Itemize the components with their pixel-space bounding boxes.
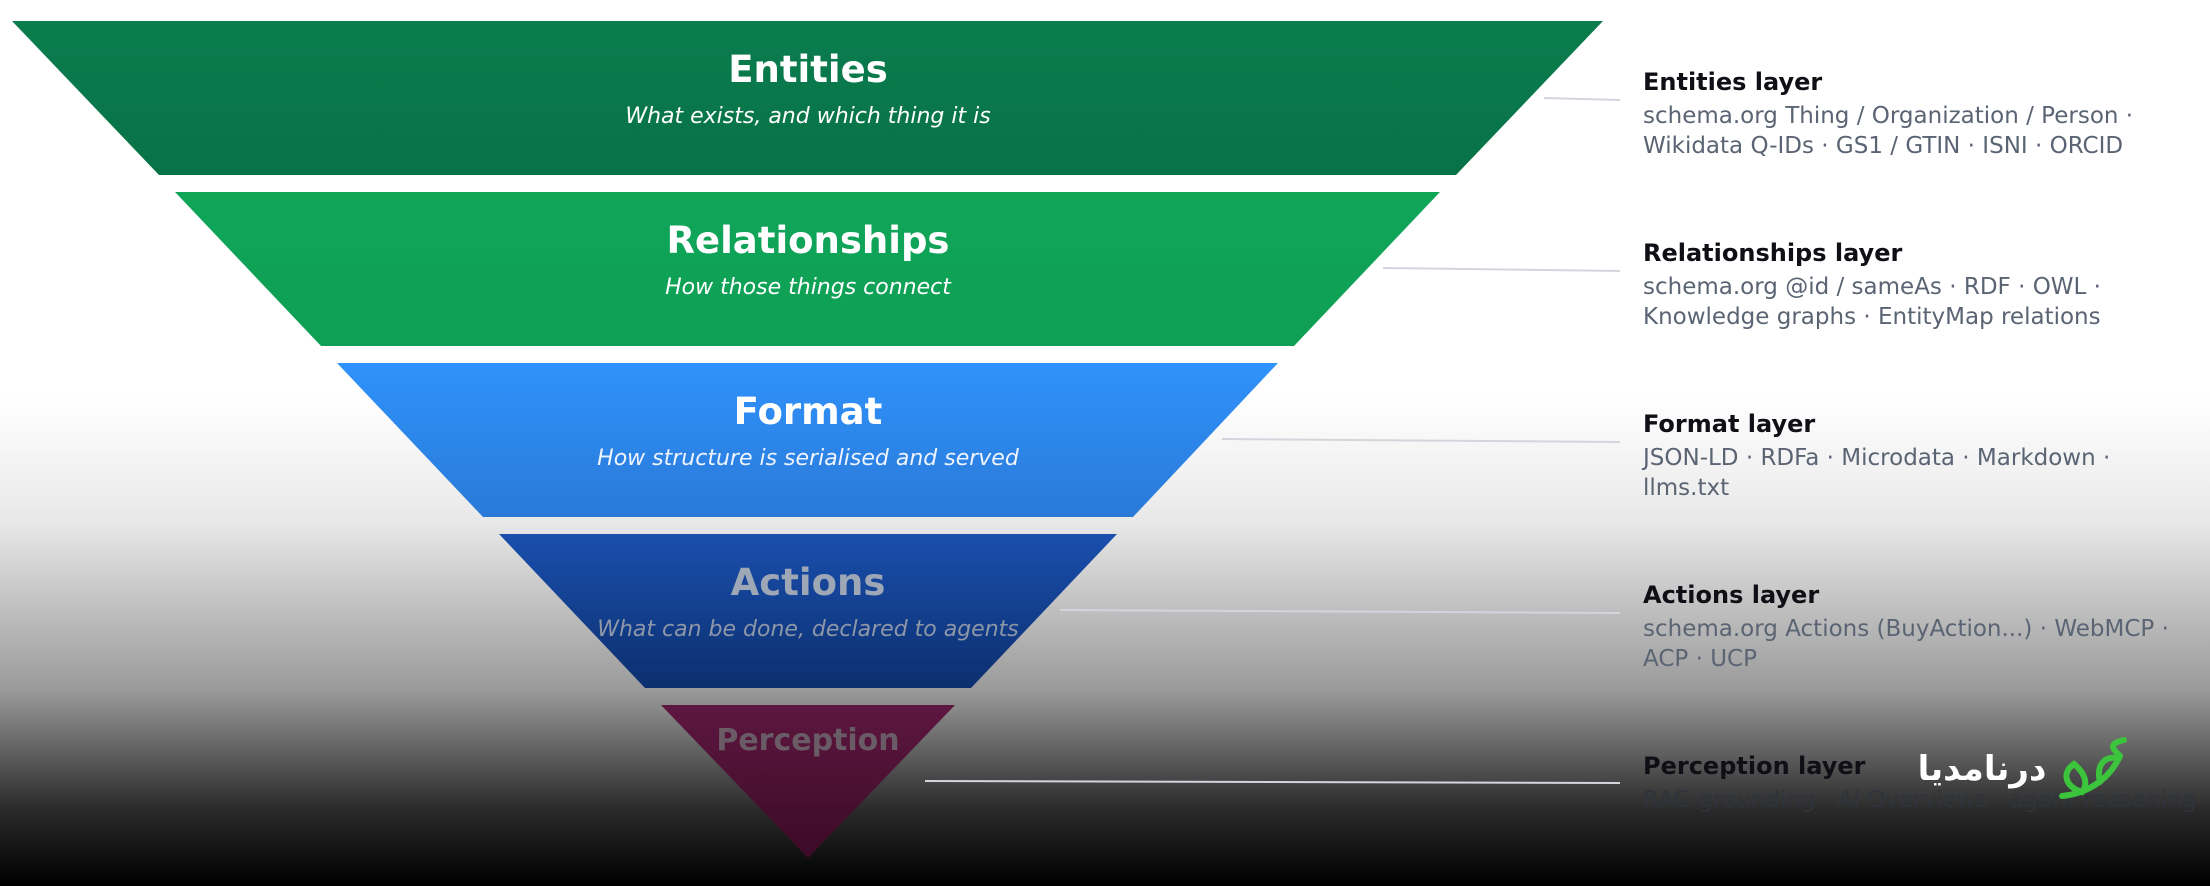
side-label-line: ACP · UCP xyxy=(1643,646,1757,672)
layer-actions-subtitle: What can be done, declared to agents xyxy=(597,617,1019,642)
watermark-logo: درنامدیا xyxy=(1918,737,2127,799)
layer-perception: Perception xyxy=(661,705,955,858)
side-label-line: JSON-LD · RDFa · Microdata · Markdown · xyxy=(1643,445,2111,471)
layer-format-subtitle: How structure is serialised and served xyxy=(597,446,1020,471)
layer-actions-title: Actions xyxy=(731,561,886,604)
layer-perception-band xyxy=(661,705,955,858)
layer-format-title: Format xyxy=(734,390,883,433)
side-label-title: Entities layer xyxy=(1643,68,1823,96)
side-label-title: Format layer xyxy=(1643,410,1816,438)
layer-entities-title: Entities xyxy=(728,48,887,91)
side-label-perception: Perception layer RAG grounding · AI Over… xyxy=(1643,751,2197,815)
layer-entities: Entities What exists, and which thing it… xyxy=(12,21,1603,175)
layer-actions-band xyxy=(499,534,1117,688)
connector-entities xyxy=(1543,97,1621,101)
side-label-entities: Entities layer schema.org Thing / Organi… xyxy=(1643,67,2183,161)
side-label-title: Actions layer xyxy=(1643,581,1820,609)
layer-relationships-subtitle: How those things connect xyxy=(665,275,952,300)
side-label-line: Wikidata Q-IDs · GS1 / GTIN · ISNI · ORC… xyxy=(1643,133,2124,159)
side-label-line: schema.org Thing / Organization / Person… xyxy=(1643,103,2134,129)
connector-actions xyxy=(1059,609,1621,614)
side-label-line: Knowledge graphs · EntityMap relations xyxy=(1643,304,2101,330)
connector-lines xyxy=(924,97,1621,784)
layer-relationships-title: Relationships xyxy=(667,219,950,262)
layer-relationships-band xyxy=(175,192,1440,346)
layer-actions: Actions What can be done, declared to ag… xyxy=(499,534,1117,688)
layer-relationships: Relationships How those things connect xyxy=(175,192,1440,346)
side-label-relationships: Relationships layer schema.org @id / sam… xyxy=(1643,238,2183,332)
layer-perception-title: Perception xyxy=(716,723,899,758)
side-label-line: llms.txt xyxy=(1643,475,1730,501)
watermark-text: درنامدیا xyxy=(1918,749,2047,789)
layer-entities-subtitle: What exists, and which thing it is xyxy=(625,104,990,129)
side-label-line: schema.org @id / sameAs · RDF · OWL · xyxy=(1643,274,2101,300)
side-label-title: Relationships layer xyxy=(1643,239,1903,267)
layer-entities-band xyxy=(12,21,1603,175)
side-label-title: Perception layer xyxy=(1643,752,1866,780)
connector-perception xyxy=(924,780,1621,784)
side-label-format: Format layer JSON-LD · RDFa · Microdata … xyxy=(1643,409,2183,503)
side-label-line: schema.org Actions (BuyAction...) · WebM… xyxy=(1643,616,2169,642)
connector-relationships xyxy=(1382,267,1621,272)
leaf-icon xyxy=(2059,737,2127,799)
connector-format xyxy=(1221,438,1621,443)
side-label-actions: Actions layer schema.org Actions (BuyAct… xyxy=(1643,580,2183,674)
side-label-line: RAG grounding · AI Overviews · agent rea… xyxy=(1643,787,2197,813)
layer-format: Format How structure is serialised and s… xyxy=(337,363,1278,517)
layer-format-band xyxy=(337,363,1278,517)
